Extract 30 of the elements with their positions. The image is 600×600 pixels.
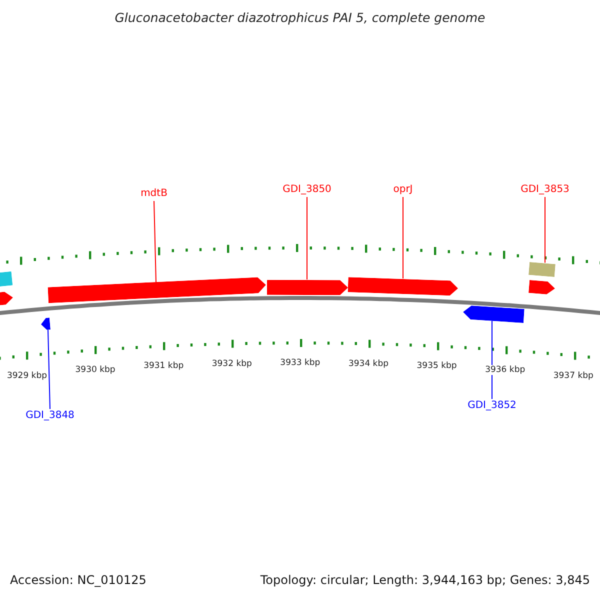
scale-label: 3932 kbp [210, 358, 253, 369]
gene-label: GDI_3850 [282, 183, 332, 197]
scale-label: 3936 kbp [484, 365, 526, 376]
scale-label: 3931 kbp [142, 361, 185, 372]
scale-label: 3929 kbp [6, 370, 48, 381]
gene-feature [348, 276, 458, 296]
gene-box [528, 261, 556, 277]
scale-label: 3937 kbp [552, 370, 594, 381]
leader-line [48, 329, 50, 410]
gene-feature [266, 279, 348, 295]
scale-label: 3930 kbp [74, 365, 116, 376]
gene-label: GDI_3852 [468, 399, 516, 413]
leader-line [154, 200, 156, 283]
gene-label: oprJ [393, 183, 413, 197]
leader-line [402, 196, 404, 279]
scale-label: 3935 kbp [416, 361, 458, 372]
gene-label: GDI_3853 [520, 183, 570, 197]
title: Gluconacetobacter diazotrophicus PAI 5, complete genome [114, 10, 486, 25]
gene-feature [528, 279, 556, 295]
gene-feature [40, 318, 50, 330]
scale-label: 3934 kbp [347, 358, 390, 369]
genome-info-text: Topology: circular; Length: 3,944,163 bp; Genes: 3,845 [260, 573, 590, 587]
scale-label: 3933 kbp [279, 358, 322, 368]
leader-line [544, 196, 546, 264]
gene-label: GDI_3848 [26, 409, 74, 423]
genome-info-text: Accession: NC_010125 [10, 573, 146, 587]
leader-line [306, 196, 308, 280]
gene-feature [462, 305, 524, 323]
gene-box [0, 271, 13, 287]
gene-label: mdtB [140, 187, 168, 201]
